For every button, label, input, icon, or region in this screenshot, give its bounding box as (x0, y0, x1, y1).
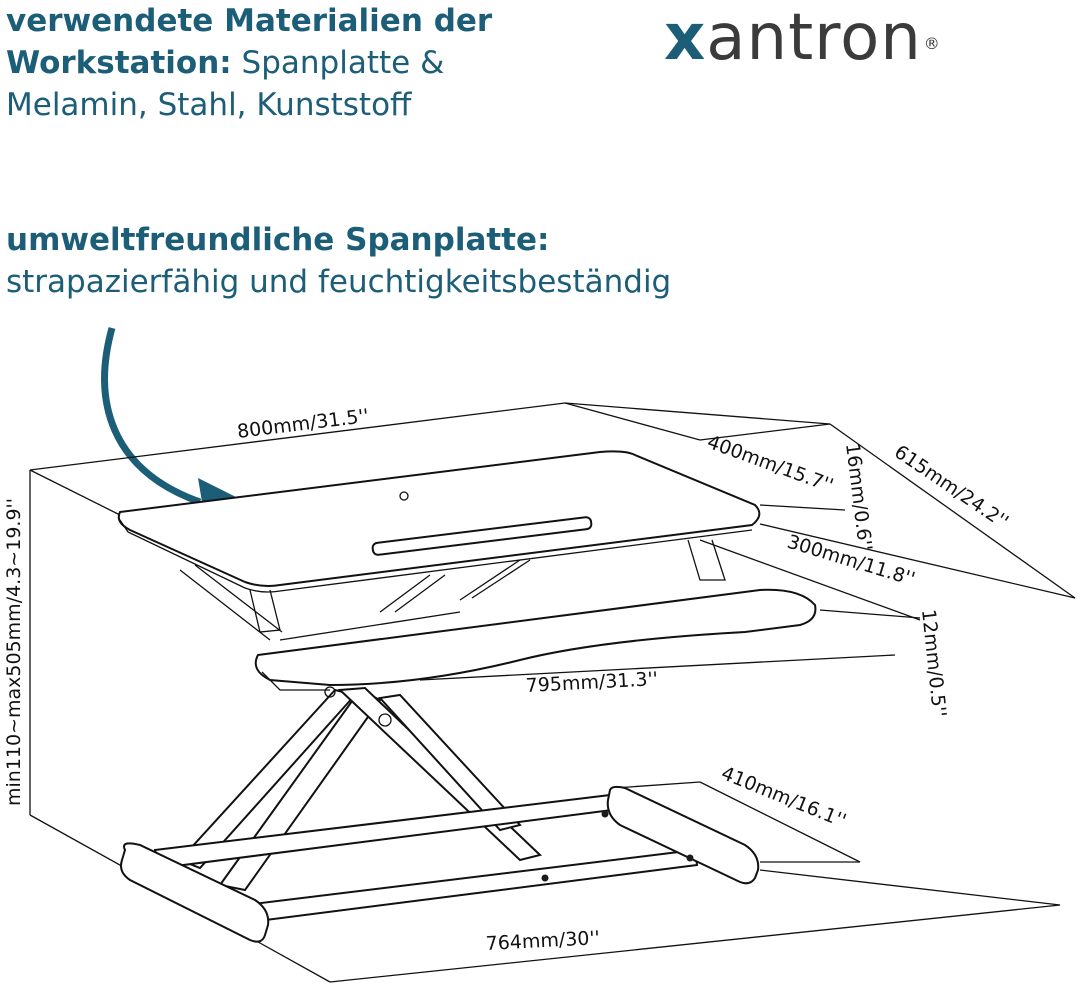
eco-heading: umweltfreundliche Spanplatte: strapazier… (6, 219, 766, 303)
materials-heading: verwendete Materialien der Workstation: … (6, 0, 526, 126)
registered-mark: ® (923, 34, 941, 53)
dim-keyboard-depth: 300mm/11.8'' (785, 531, 918, 591)
logo-rest: antron (706, 1, 922, 75)
eco-label: umweltfreundliche Spanplatte: (6, 222, 550, 258)
materials-value: Spanplatte & Melamin, Stahl, Kunststoff (6, 45, 445, 123)
dim-keyboard-width: 795mm/31.3'' (525, 668, 658, 697)
dim-top-width: 800mm/31.5'' (236, 405, 370, 443)
eco-value: strapazierfähig und feuchtigkeitsbeständ… (6, 264, 672, 300)
logo-first-letter: x (664, 1, 707, 75)
dim-height-range: min110~max505mm/4.3~19.9'' (3, 498, 25, 806)
dimension-lines (29, 402, 1076, 983)
dim-top-depth: 400mm/15.7'' (704, 431, 836, 497)
dim-base-width: 764mm/30'' (485, 927, 600, 955)
dim-keyboard-thickness: 12mm/0.5'' (917, 608, 950, 718)
standing-desk-converter-icon (117, 450, 817, 943)
curved-arrow-icon (101, 327, 248, 526)
materials-label: verwendete Materialien der Workstation: (6, 3, 493, 81)
dim-top-thickness: 16mm/0.6'' (841, 442, 876, 552)
dim-base-depth: 410mm/16.1'' (718, 762, 849, 832)
dim-overall-depth: 615mm/24.2'' (890, 441, 1012, 533)
brand-logo: xantron® (664, 1, 941, 75)
